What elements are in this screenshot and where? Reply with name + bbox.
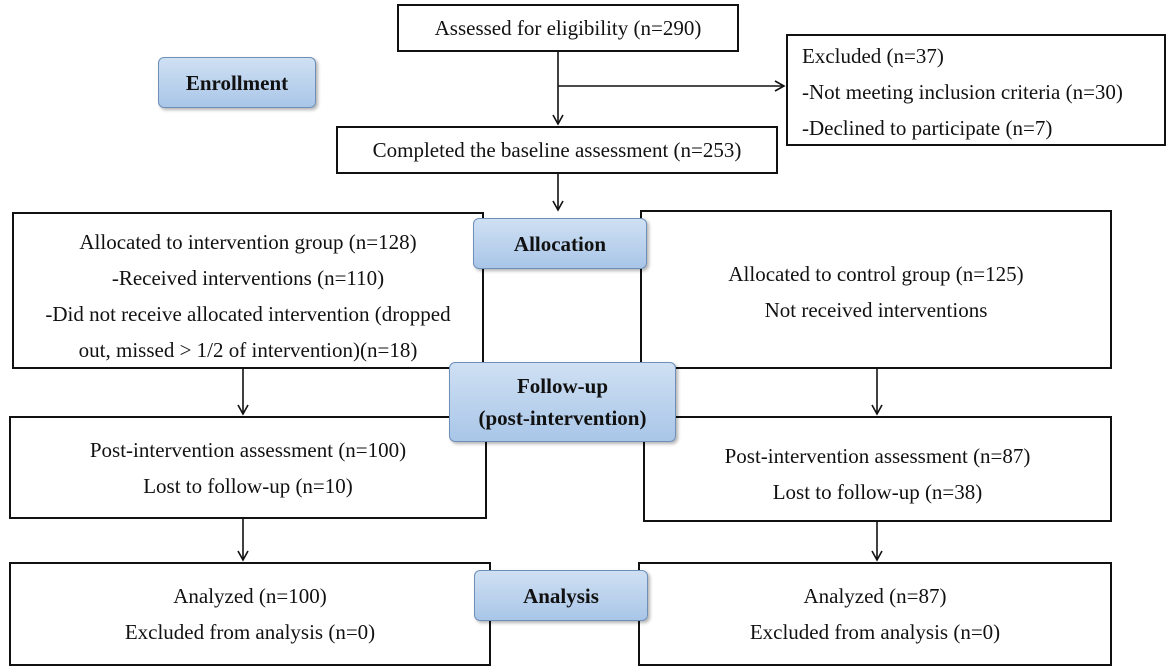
- stage-enrollment-label: Enrollment: [185, 70, 289, 95]
- stage-followup-label-2: (post-intervention): [478, 406, 647, 430]
- stage-allocation-label: Allocation: [513, 231, 607, 256]
- intervention-received: -Received interventions (n=110): [111, 266, 385, 290]
- stage-followup: Follow-up (post-intervention): [449, 362, 676, 442]
- intervention-post-box: Post-intervention assessment (n=100) Los…: [9, 416, 487, 519]
- control-post-assessment: Post-intervention assessment (n=87): [724, 444, 1031, 468]
- control-not-received: Not received interventions: [764, 298, 988, 322]
- excluded-title: Excluded (n=37): [802, 44, 944, 68]
- intervention-excluded-analysis: Excluded from analysis (n=0): [124, 620, 376, 644]
- excluded-box: Excluded (n=37) -Not meeting inclusion c…: [786, 34, 1166, 146]
- stage-followup-label-1: Follow-up: [516, 374, 608, 398]
- baseline-box: Completed the baseline assessment (n=253…: [336, 126, 778, 174]
- control-analyzed: Analyzed (n=87): [803, 584, 947, 608]
- intervention-analyzed: Analyzed (n=100): [173, 584, 327, 608]
- intervention-allocated: Allocated to intervention group (n=128): [79, 230, 417, 254]
- intervention-not-received-2: out, missed > 1/2 of intervention)(n=18): [78, 338, 418, 362]
- excluded-item-criteria: -Not meeting inclusion criteria (n=30): [802, 80, 1123, 104]
- control-lost: Lost to follow-up (n=38): [772, 480, 983, 504]
- intervention-lost: Lost to follow-up (n=10): [143, 474, 353, 498]
- control-post-box: Post-intervention assessment (n=87) Lost…: [643, 416, 1112, 522]
- stage-analysis: Analysis: [474, 570, 648, 621]
- intervention-not-received-1: -Did not receive allocated intervention …: [45, 302, 451, 326]
- stage-allocation: Allocation: [473, 218, 647, 269]
- stage-analysis-label: Analysis: [523, 583, 599, 608]
- intervention-analysis-box: Analyzed (n=100) Excluded from analysis …: [9, 562, 491, 666]
- baseline-text: Completed the baseline assessment (n=253…: [372, 138, 742, 162]
- control-allocation-box: Allocated to control group (n=125) Not r…: [640, 210, 1112, 369]
- assessed-text: Assessed for eligibility (n=290): [434, 16, 702, 40]
- intervention-allocation-box: Allocated to intervention group (n=128) …: [12, 212, 484, 369]
- control-analysis-box: Analyzed (n=87) Excluded from analysis (…: [638, 562, 1112, 666]
- control-allocated: Allocated to control group (n=125): [728, 262, 1024, 286]
- stage-enrollment: Enrollment: [158, 57, 316, 108]
- assessed-box: Assessed for eligibility (n=290): [397, 4, 739, 52]
- control-excluded-analysis: Excluded from analysis (n=0): [749, 620, 1001, 644]
- excluded-item-declined: -Declined to participate (n=7): [802, 116, 1053, 140]
- intervention-post-assessment: Post-intervention assessment (n=100): [89, 438, 407, 462]
